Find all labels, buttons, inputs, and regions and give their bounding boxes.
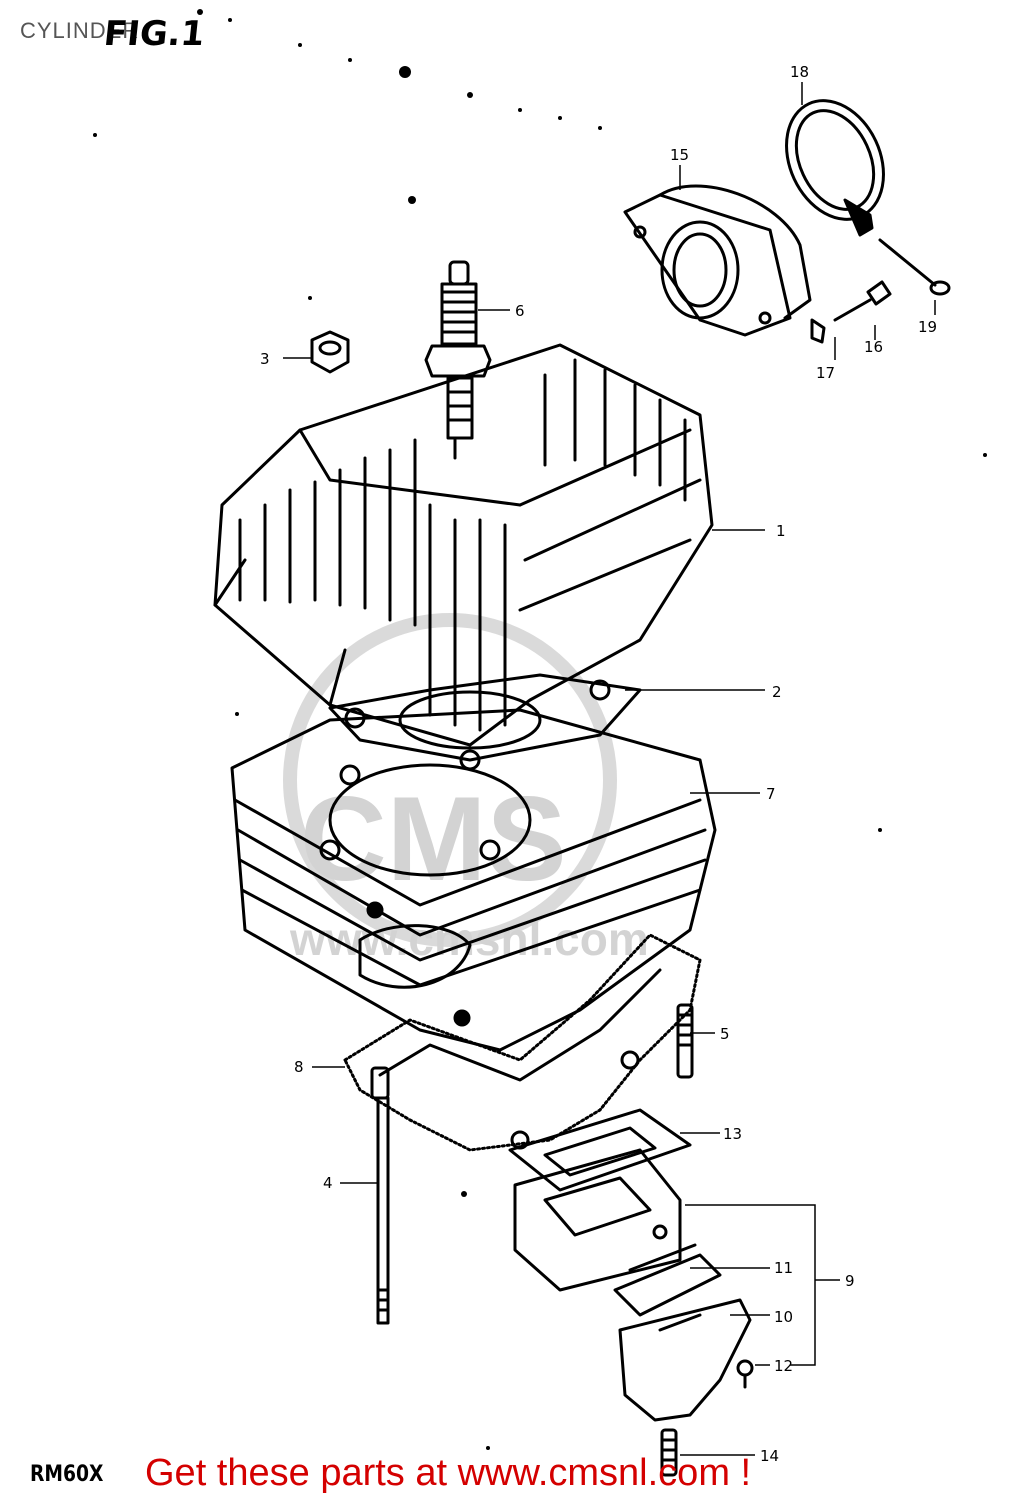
inlet-pipe-bolt <box>833 280 892 322</box>
reed-valve-petal <box>613 1243 722 1317</box>
callout-8: 8 <box>294 1058 304 1076</box>
promo-link-text[interactable]: Get these parts at www.cmsnl.com ! <box>145 1452 752 1494</box>
reed-valve-stopper <box>618 1298 752 1422</box>
scan-specks <box>93 9 987 1450</box>
hose-clamp <box>785 99 885 237</box>
callout-4: 4 <box>323 1174 333 1192</box>
reed-valve-screw <box>736 1359 754 1389</box>
callout-7: 7 <box>766 785 776 803</box>
callout-18: 18 <box>790 63 809 81</box>
cylinder-head <box>213 343 714 747</box>
reed-valve-body <box>513 1148 682 1292</box>
lock-washer <box>810 318 826 344</box>
cylinder-body <box>230 708 717 1052</box>
callout-14: 14 <box>760 1447 779 1465</box>
stud-bolt-short <box>676 1003 694 1079</box>
callout-9: 9 <box>845 1272 855 1290</box>
callout-17: 17 <box>816 364 835 382</box>
stud-bolt-bottom <box>660 1428 678 1477</box>
cylinder-head-nut <box>310 330 350 374</box>
leader-lines <box>283 82 936 1456</box>
callout-12: 12 <box>774 1357 793 1375</box>
callout-11: 11 <box>774 1259 793 1277</box>
clamp-screw <box>878 238 951 296</box>
callout-15: 15 <box>670 146 689 164</box>
callout-2: 2 <box>772 683 782 701</box>
callout-13: 13 <box>723 1125 742 1143</box>
watermark-brand: CMS <box>300 772 567 906</box>
watermark-url: www.cmsnl.com <box>289 913 649 965</box>
callout-1: 1 <box>776 522 786 540</box>
page-title: CYLINDER <box>20 18 140 43</box>
callout-19: 19 <box>918 318 937 336</box>
base-gasket <box>343 933 702 1152</box>
stud-bolt-long <box>370 1066 390 1325</box>
callout-labels: 1 2 3 4 5 6 7 8 9 10 11 12 13 14 15 16 1… <box>260 63 937 1465</box>
callout-16: 16 <box>864 338 883 356</box>
inlet-pipe <box>623 184 812 337</box>
callout-10: 10 <box>774 1308 793 1326</box>
model-code: RM60X <box>30 1462 104 1487</box>
callout-6: 6 <box>515 302 525 320</box>
callout-5: 5 <box>720 1025 730 1043</box>
cms-watermark: CMS www.cmsnl.com <box>283 613 649 965</box>
spark-plug <box>424 260 492 460</box>
callout-3: 3 <box>260 350 270 368</box>
